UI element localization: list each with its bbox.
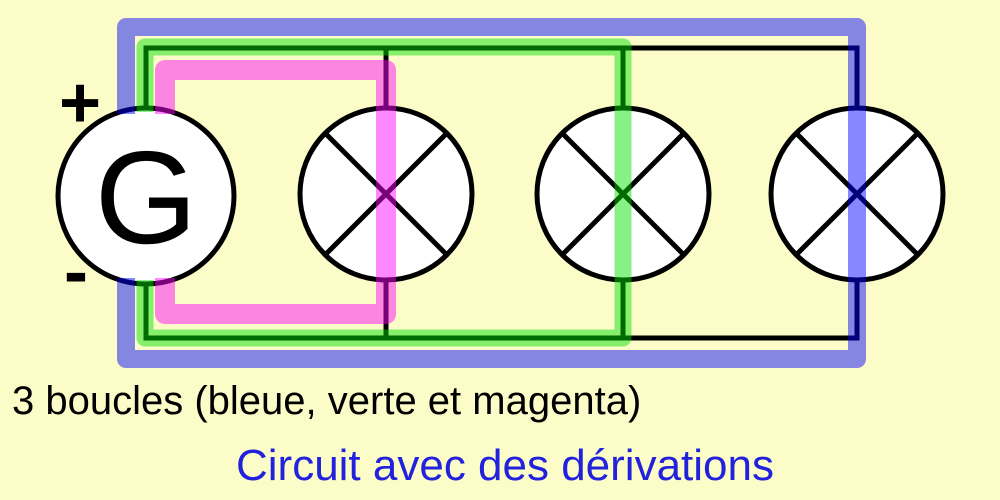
minus-terminal-label: - [64, 232, 88, 312]
wire-top-run [143, 45, 860, 115]
loops-caption: 3 boucles (bleue, verte et magenta) [12, 379, 641, 423]
plus-terminal-label: + [59, 63, 101, 143]
lamp-1-cross-line [323, 131, 449, 257]
generator-label: G [95, 124, 198, 271]
loop-band-magenta [155, 60, 396, 324]
lamp-3 [768, 105, 946, 283]
lamp-3-cross-line [794, 131, 920, 257]
lamp-2 [534, 105, 712, 283]
generator: G [55, 105, 237, 287]
generator-circle [55, 105, 237, 287]
loop-band-green [136, 38, 632, 347]
wire-bottom-run [143, 278, 860, 341]
loop-band-blue [117, 18, 866, 368]
diagram-title: Circuit avec des dérivations [236, 441, 774, 490]
lamp-1 [297, 105, 475, 283]
lamp-2-cross-line [560, 131, 686, 257]
